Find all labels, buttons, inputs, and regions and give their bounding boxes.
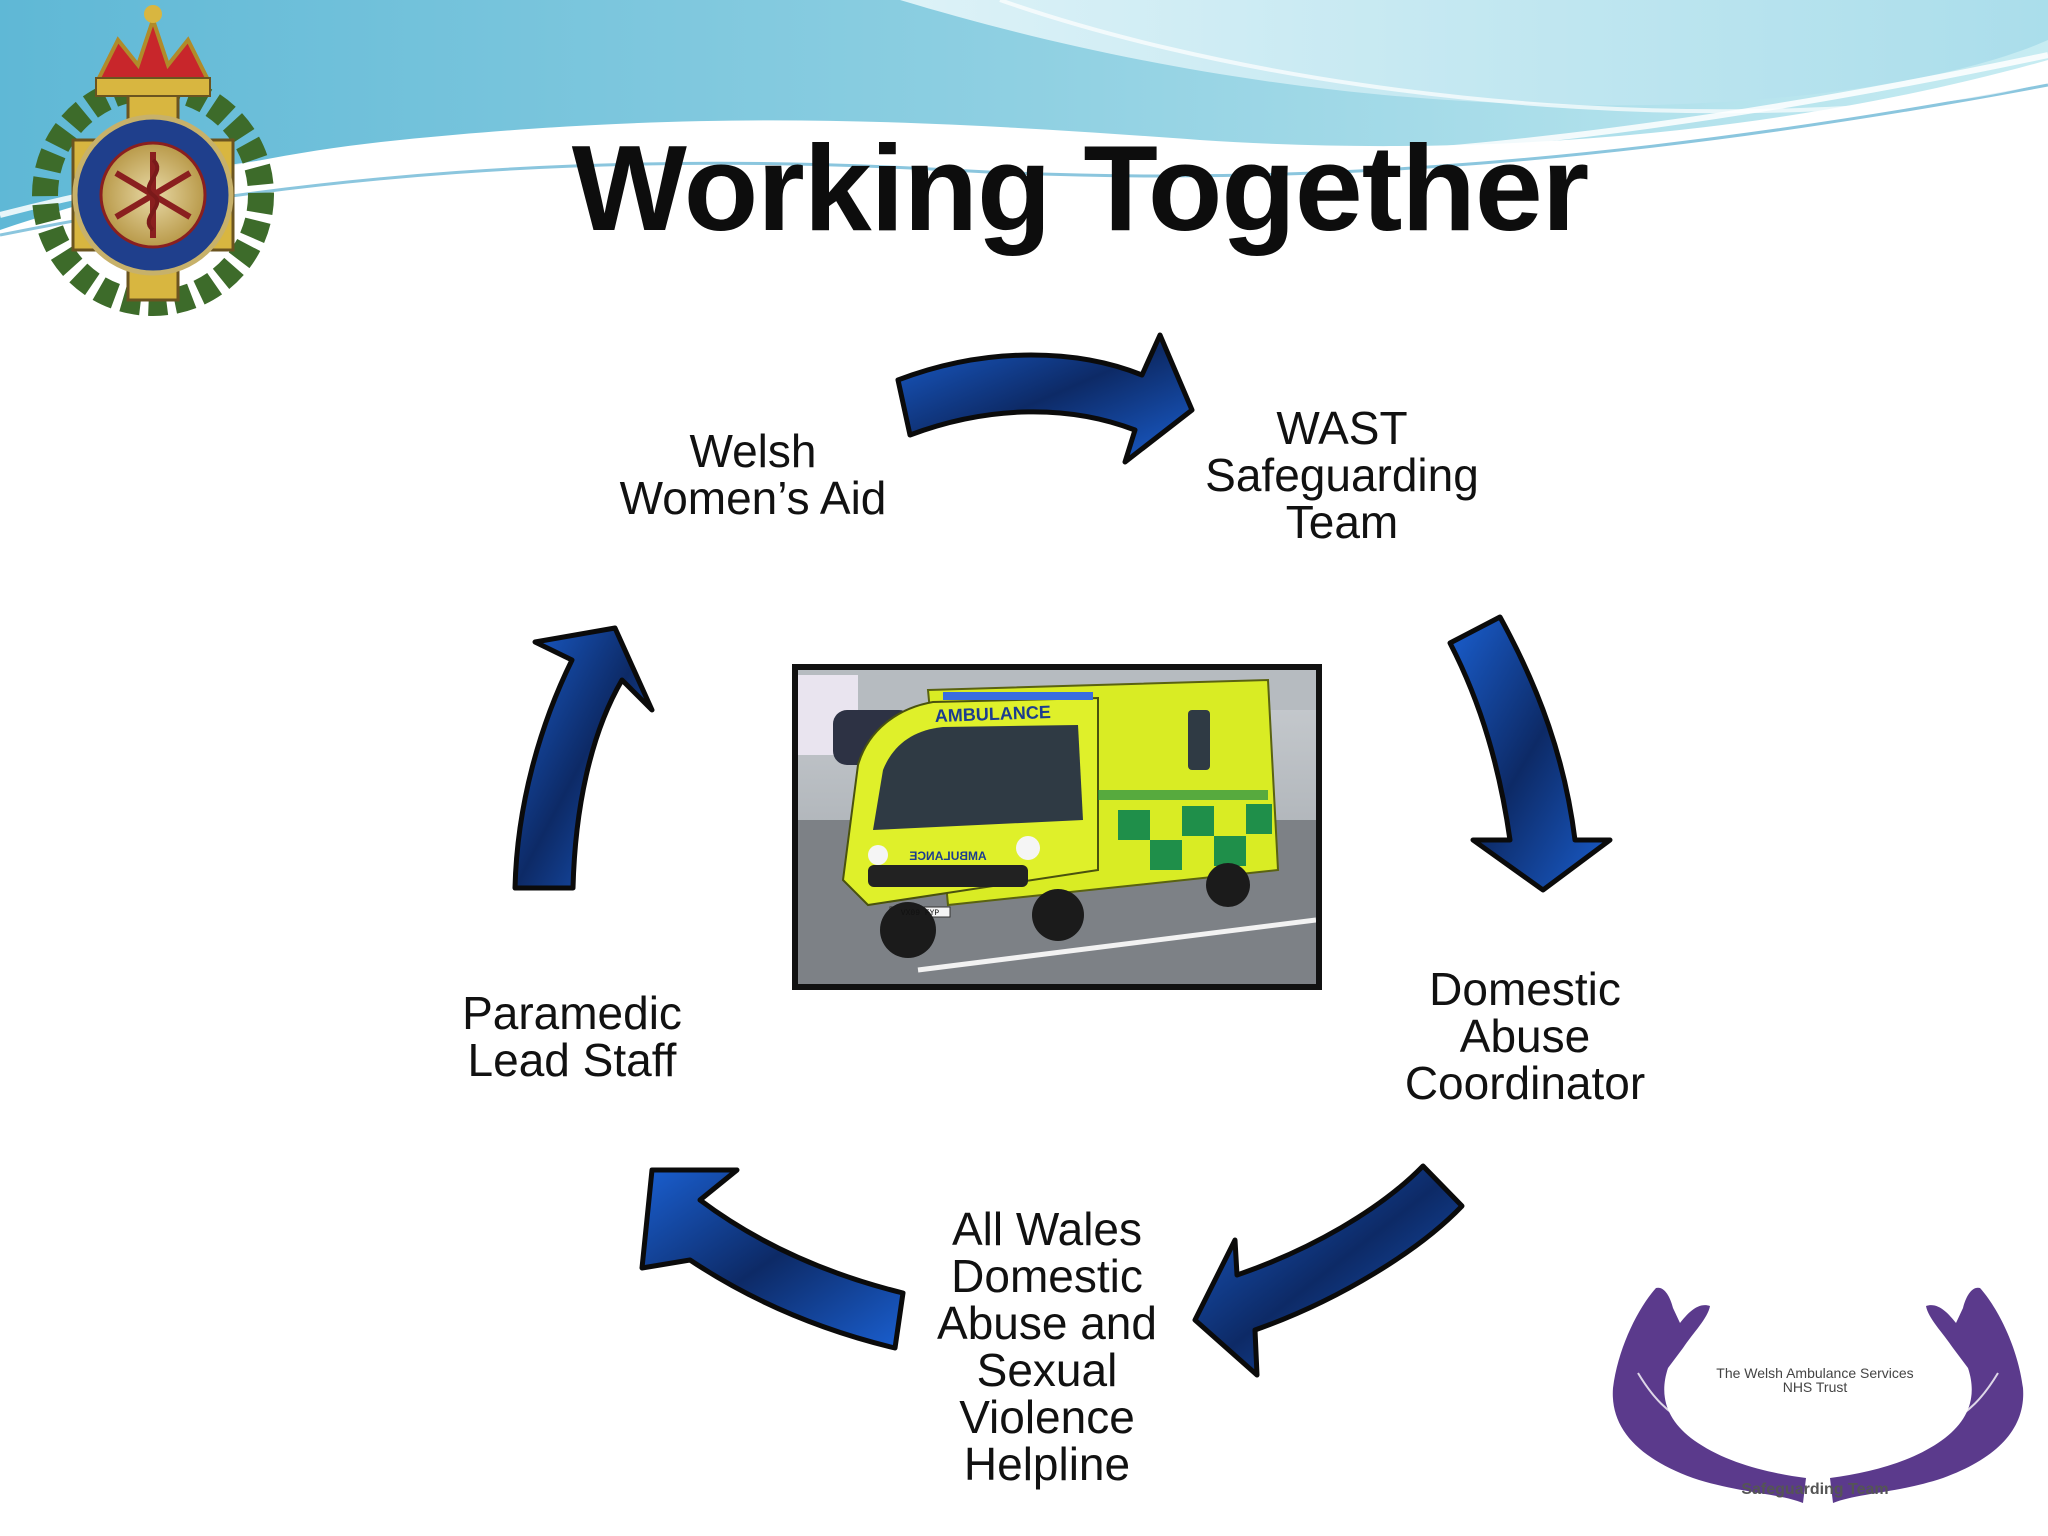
node-all-wales-helpline: All Wales Domestic Abuse and Sexual Viol… — [897, 1206, 1197, 1488]
ambulance-illustration: AMBULANCE AMBULANCE VX09 FYP — [798, 670, 1316, 984]
node-welsh-womens-aid: Welsh Women’s Aid — [553, 428, 953, 522]
node-line: Coordinator — [1404, 1057, 1646, 1109]
node-line: Team — [1285, 496, 1399, 548]
node-line: Safeguarding — [1205, 449, 1479, 501]
node-line: Abuse — [1459, 1010, 1591, 1062]
logo-org-line1: The Welsh Ambulance Services — [1716, 1365, 1914, 1381]
node-line: Domestic — [951, 1250, 1143, 1302]
logo-org-line2: NHS Trust — [1782, 1379, 1848, 1395]
node-wast-safeguarding-team: WAST Safeguarding Team — [1142, 405, 1542, 546]
node-line: Violence — [959, 1391, 1135, 1443]
vehicle-mirror-text: AMBULANCE — [909, 849, 986, 863]
node-paramedic-lead-staff: Paramedic Lead Staff — [422, 990, 722, 1084]
vehicle-plate: VX09 FYP — [901, 909, 940, 918]
arrow-bottom-left — [639, 1167, 906, 1351]
slide-title: Working Together — [571, 120, 1589, 256]
node-line: Paramedic — [462, 987, 682, 1039]
arrow-left-up — [512, 625, 655, 891]
logo-org-name: The Welsh Ambulance Services NHS Trust — [1660, 1366, 1970, 1394]
node-line: Welsh — [689, 425, 817, 477]
node-line: All Wales — [952, 1203, 1142, 1255]
arrow-right-down — [1447, 614, 1613, 893]
node-domestic-abuse-coordinator: Domestic Abuse Coordinator — [1375, 966, 1675, 1107]
vehicle-roof-text: AMBULANCE — [934, 702, 1051, 726]
node-line: Lead Staff — [467, 1034, 677, 1086]
arrow-top-right — [895, 332, 1195, 465]
ambulance-photo: AMBULANCE AMBULANCE VX09 FYP — [792, 664, 1322, 990]
safeguarding-team-hands-logo — [1612, 1287, 2024, 1503]
node-line: Domestic — [1429, 963, 1621, 1015]
arrow-bottom-right — [1192, 1163, 1465, 1378]
node-line: Abuse and — [937, 1297, 1157, 1349]
node-line: Helpline — [963, 1438, 1131, 1490]
logo-team-name: Safeguarding Team — [1741, 1481, 1889, 1498]
node-line: Women’s Aid — [619, 472, 887, 524]
node-line: WAST — [1276, 402, 1408, 454]
node-line: Sexual — [976, 1344, 1118, 1396]
welsh-ambulance-crest-logo — [32, 5, 274, 316]
